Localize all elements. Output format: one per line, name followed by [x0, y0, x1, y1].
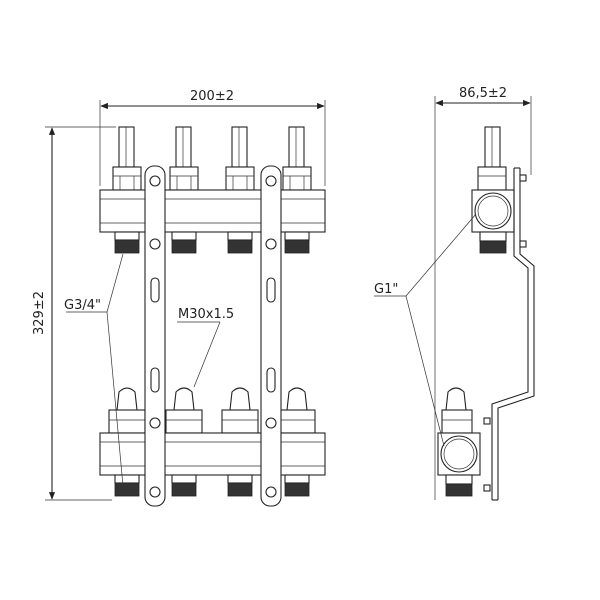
valve-thread-label: M30x1.5: [178, 307, 234, 322]
flow-meter-nuts: [112, 166, 312, 191]
main-thread-callout: G1": [374, 213, 477, 447]
top-manifold-bar: [99, 189, 326, 233]
valve-heads: [108, 387, 316, 434]
outlet-thread-callout: G3/4": [64, 253, 124, 487]
side-view: 86,5±2: [374, 86, 535, 501]
bottom-manifold-bar: [99, 432, 326, 476]
width-dimension: 200±2: [99, 89, 326, 186]
height-dimension: 329±2: [32, 126, 116, 501]
bottom-outlets: [114, 474, 310, 497]
main-thread-label: G1": [374, 282, 398, 297]
outlet-thread-label: G3/4": [64, 298, 101, 313]
front-view: 200±2 329±2 G3/4" M30x1.5: [32, 89, 326, 507]
depth-label: 86,5±2: [459, 86, 507, 101]
valve-thread-callout: M30x1.5: [177, 307, 234, 388]
height-label: 329±2: [32, 291, 47, 335]
mounting-brackets: [144, 165, 282, 507]
side-bracket: [491, 168, 529, 500]
depth-dimension: 86,5±2: [434, 86, 532, 500]
width-label: 200±2: [190, 89, 234, 104]
top-outlets: [114, 231, 310, 254]
flow-meter-stems: [118, 126, 305, 168]
